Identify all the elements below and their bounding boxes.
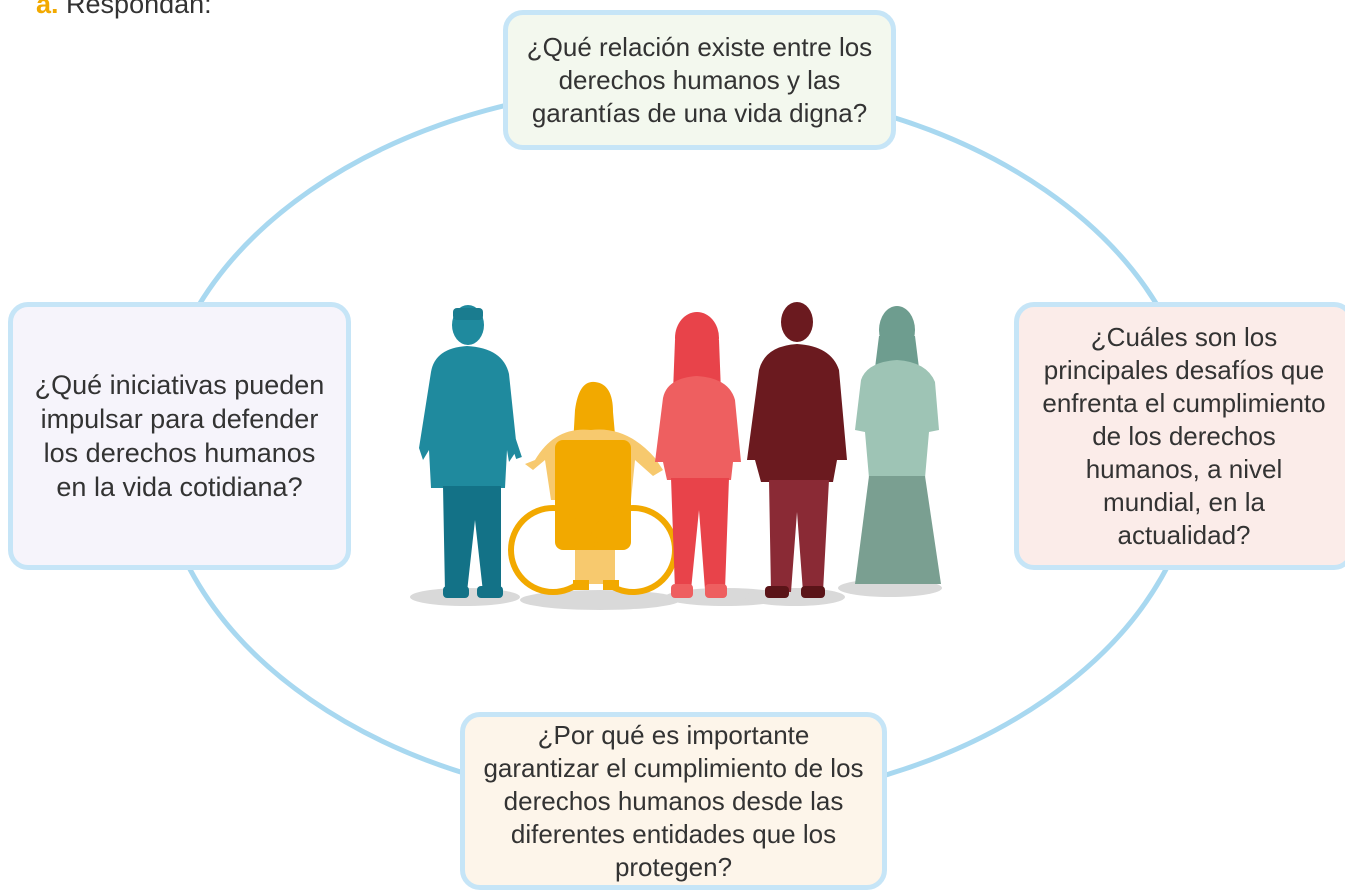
ground-shadow xyxy=(520,590,680,610)
question-box-bottom: ¿Por qué es importante garantizar el cum… xyxy=(460,712,887,890)
person-wheelchair-icon xyxy=(508,381,678,595)
ground-shadow xyxy=(745,588,845,606)
person-red-icon xyxy=(655,312,741,598)
person-teal-icon xyxy=(419,305,522,598)
question-box-left: ¿Qué iniciativas pueden impulsar para de… xyxy=(8,302,351,570)
question-text: ¿Cuáles son los principales desafíos que… xyxy=(1042,321,1326,550)
question-box-right: ¿Cuáles son los principales desafíos que… xyxy=(1014,302,1345,570)
question-text: ¿Qué iniciativas pueden impulsar para de… xyxy=(34,370,325,502)
person-sage-icon xyxy=(855,306,941,584)
question-box-top: ¿Qué relación existe entre los derechos … xyxy=(503,10,896,150)
person-maroon-icon xyxy=(747,302,847,598)
people-illustration xyxy=(410,302,942,610)
heading-text: Respondan: xyxy=(66,0,212,19)
activity-heading: a. Respondan: xyxy=(36,0,212,20)
question-text: ¿Qué relación existe entre los derechos … xyxy=(526,31,873,128)
question-text: ¿Por qué es importante garantizar el cum… xyxy=(483,719,864,882)
item-letter: a. xyxy=(36,0,59,19)
